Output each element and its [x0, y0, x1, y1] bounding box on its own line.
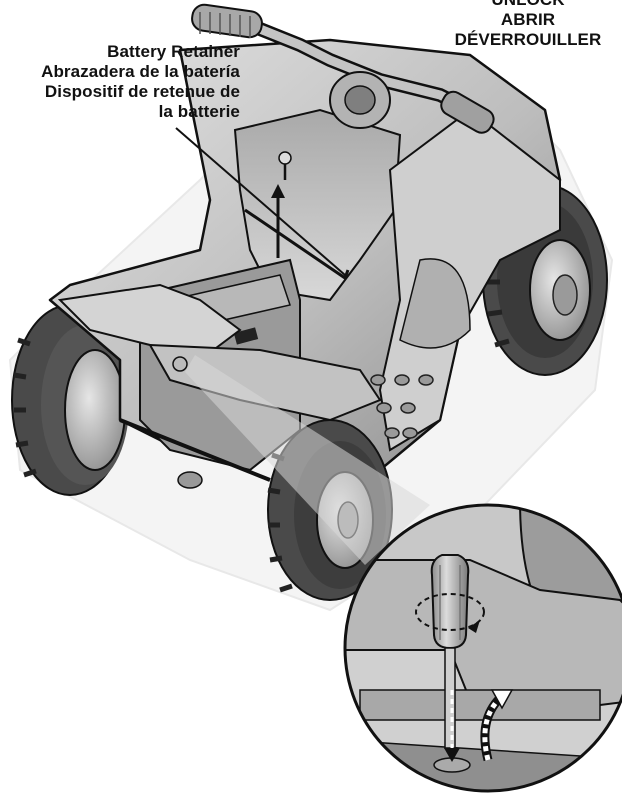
screw-icon — [278, 151, 292, 180]
unlock-label-en: UNLOCK — [440, 0, 616, 10]
arrow-up-icon — [271, 184, 285, 258]
unlock-label-fr: DÉVERROUILLER — [454, 30, 602, 49]
unlock-label: UNLOCK ABRIR DÉVERROUILLER — [440, 0, 616, 50]
front-left-wheel — [11, 304, 129, 496]
rotate-arrow-icon — [415, 593, 485, 633]
zoom-cone — [185, 355, 430, 565]
curved-arrow-icon — [480, 689, 514, 762]
screwdriver-icon — [430, 554, 470, 749]
unlock-label-es: ABRIR — [500, 10, 556, 29]
retainer-label-en: Battery Retainer — [107, 42, 240, 61]
retainer-leader-line — [175, 127, 346, 276]
battery-retainer-label: Battery Retainer Abrazadera de la baterí… — [10, 42, 240, 122]
retainer-label-fr: Dispositif de retenue de — [44, 82, 240, 101]
battery-retainer-rod — [244, 208, 350, 281]
zoom-inset — [343, 503, 622, 793]
handlebars — [191, 3, 495, 134]
retainer-label-fr-cont: la batterie — [158, 102, 240, 121]
retainer-label-es: Abrazadera de la batería — [41, 62, 240, 81]
dashed-arrow-down-icon — [444, 690, 460, 762]
